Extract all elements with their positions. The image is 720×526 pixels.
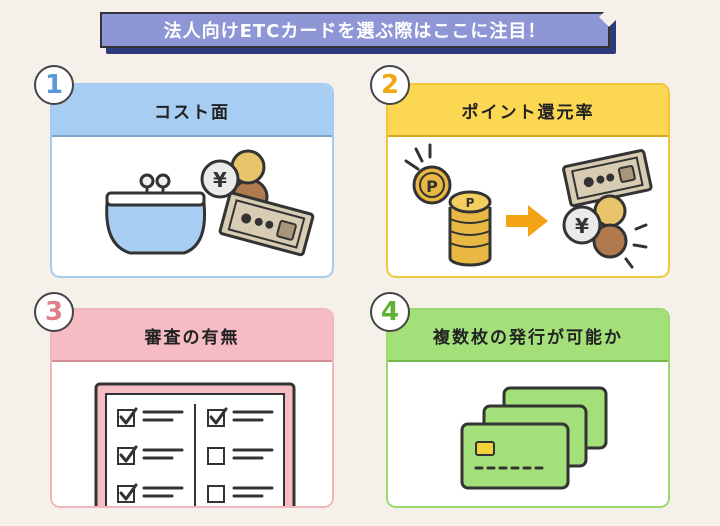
sparkle-lines-right — [624, 223, 648, 269]
yen-coin-icon: ¥ — [562, 205, 602, 245]
yen-glyph: ¥ — [213, 168, 227, 192]
screening-illustration — [94, 382, 296, 506]
card-body-cost: ¥ — [52, 135, 332, 276]
card-cost: コスト面 ¥ — [50, 83, 334, 278]
card-body-screening — [52, 360, 332, 506]
sparkle-lines — [404, 143, 432, 171]
point-glyph-small: P — [466, 196, 475, 210]
cost-illustration: ¥ — [105, 149, 315, 257]
number-badge-4: 4 — [370, 292, 410, 332]
card-body-points: P P — [388, 135, 668, 276]
number-badge-3: 3 — [34, 292, 74, 332]
point-glyph: P — [426, 177, 438, 196]
number-badge-2: 2 — [370, 65, 410, 105]
points-illustration: P P — [404, 143, 653, 269]
card-title-points: ポイント還元率 — [388, 85, 668, 135]
card-body-multiple-issuance — [388, 360, 668, 506]
card-title-cost: コスト面 — [52, 85, 332, 135]
point-coins-icon: P — [448, 190, 492, 267]
title-banner: 法人向けETCカードを選ぶ際はここに注目！ — [100, 7, 620, 58]
card-screening: 審査の有無 — [50, 308, 334, 508]
card-multiple-issuance: 複数枚の発行が可能か — [386, 308, 670, 508]
card-title-screening: 審査の有無 — [52, 310, 332, 360]
multiple-cards-illustration — [460, 386, 608, 490]
card-title-multiple-issuance: 複数枚の発行が可能か — [388, 310, 668, 360]
banner-title: 法人向けETCカードを選ぶ際はここに注目！ — [100, 12, 610, 48]
coin-purse-icon — [105, 173, 207, 255]
banknote-icon — [562, 149, 653, 208]
yen-glyph: ¥ — [575, 214, 589, 238]
credit-cards-icon — [460, 386, 608, 490]
brown-coin-icon — [592, 223, 628, 259]
yen-coin-icon: ¥ — [200, 159, 240, 199]
card-points: ポイント還元率 P — [386, 83, 670, 278]
arrow-right-icon — [506, 205, 548, 237]
point-coin-icon: P — [412, 165, 452, 205]
number-badge-1: 1 — [34, 65, 74, 105]
checklist-icon — [94, 382, 296, 506]
banknote-icon — [218, 191, 315, 257]
